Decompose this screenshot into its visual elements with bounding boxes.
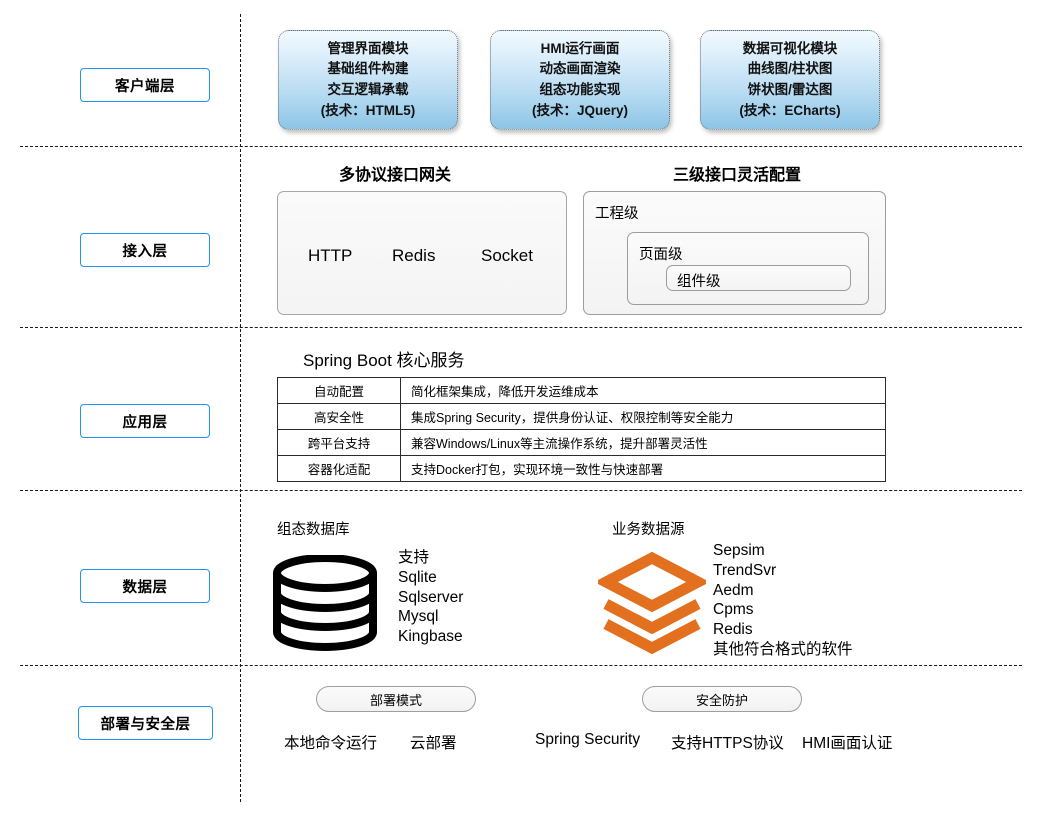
feature-value: 简化框架集成，降低开发运维成本 (400, 377, 886, 404)
client-box-data-visualization[interactable]: 数据可视化模块 曲线图/柱状图 饼状图/雷达图 (技术：ECharts) (700, 30, 880, 130)
client-box-line: 曲线图/柱状图 (747, 61, 833, 77)
client-box-management-ui[interactable]: 管理界面模块 基础组件构建 交互逻辑承载 (技术：HTML5) (278, 30, 458, 130)
security-item-hmi-auth[interactable]: HMI画面认证 (802, 735, 893, 752)
config-db-item: Kingbase (398, 628, 463, 646)
business-source-item: Redis (713, 621, 753, 639)
layer-chip-data-label: 数据层 (122, 579, 168, 596)
config-db-item-list: 支持 Sqlite Sqlserver Mysql Kingbase (398, 548, 463, 647)
layer-chip-data[interactable]: 数据层 (80, 569, 210, 603)
gateway-panel[interactable] (277, 191, 567, 315)
divider-access-application (20, 327, 1022, 328)
database-cylinder-icon (270, 555, 380, 653)
config-db-item: 支持 (398, 549, 430, 566)
layer-chip-application-label: 应用层 (122, 414, 168, 431)
divider-application-data (20, 490, 1022, 491)
config-title: 三级接口灵活配置 (673, 167, 802, 184)
layer-chip-deploy-security[interactable]: 部署与安全层 (78, 706, 213, 740)
deploy-mode-pill-label: 部署模式 (369, 692, 422, 708)
client-box-line: (技术：JQuery) (531, 102, 629, 118)
config-db-item: Sqlserver (398, 588, 464, 606)
business-source-item: TrendSvr (713, 561, 777, 579)
feature-key: 容器化适配 (277, 455, 401, 482)
gateway-item-redis[interactable]: Redis (392, 246, 436, 265)
layer-chip-client[interactable]: 客户端层 (80, 68, 210, 102)
business-source-item-list: Sepsim TrendSvr Aedm Cpms Redis 其他符合格式的软… (713, 541, 853, 660)
divider-client-access (20, 146, 1022, 147)
table-row[interactable]: 自动配置 简化框架集成，降低开发运维成本 (277, 377, 886, 404)
spring-boot-feature-table: 自动配置 简化框架集成，降低开发运维成本 高安全性 集成Spring Secur… (277, 377, 886, 482)
client-box-hmi-runtime[interactable]: HMI运行画面 动态画面渲染 组态功能实现 (技术：JQuery) (490, 30, 670, 130)
client-box-line: 管理界面模块 (327, 40, 409, 56)
client-box-line: 数据可视化模块 (742, 40, 838, 56)
config-db-item: Mysql (398, 608, 439, 626)
feature-value: 集成Spring Security，提供身份认证、权限控制等安全能力 (400, 403, 886, 430)
business-source-item: Sepsim (713, 542, 765, 559)
security-pill[interactable]: 安全防护 (642, 686, 802, 712)
feature-key: 高安全性 (277, 403, 401, 430)
security-pill-label: 安全防护 (695, 692, 748, 708)
level-label-component: 组件级 (677, 274, 721, 290)
table-row[interactable]: 跨平台支持 兼容Windows/Linux等主流操作系统，提升部署灵活性 (277, 429, 886, 456)
config-db-item: Sqlite (398, 568, 437, 586)
feature-key: 自动配置 (277, 377, 401, 404)
client-box-line: 组态功能实现 (539, 82, 621, 97)
client-box-line: HMI运行画面 (540, 40, 620, 56)
security-item-spring-security[interactable]: Spring Security (535, 731, 641, 748)
client-box-line: 基础组件构建 (327, 61, 409, 77)
client-box-line: (技术：HTML5) (320, 102, 416, 118)
layer-chip-access[interactable]: 接入层 (80, 233, 210, 267)
gateway-title: 多协议接口网关 (339, 167, 452, 184)
business-source-item: 其他符合格式的软件 (713, 641, 853, 659)
feature-key: 跨平台支持 (277, 429, 401, 456)
business-source-item: Cpms (713, 601, 754, 619)
divider-data-deploy (20, 665, 1022, 666)
feature-value: 兼容Windows/Linux等主流操作系统，提升部署灵活性 (400, 429, 886, 456)
business-source-title: 业务数据源 (612, 522, 685, 538)
client-box-line: (技术：ECharts) (739, 102, 841, 118)
layer-chip-access-label: 接入层 (122, 243, 168, 260)
business-source-item: Aedm (713, 581, 754, 599)
divider-vertical-column (240, 14, 241, 802)
feature-value: 支持Docker打包，实现环境一致性与快速部署 (400, 455, 886, 482)
stacked-layers-icon (598, 552, 706, 654)
layer-chip-deploy-security-label: 部署与安全层 (100, 716, 191, 733)
gateway-item-http[interactable]: HTTP (308, 246, 353, 265)
level-label-page: 页面级 (639, 247, 683, 263)
deploy-item-cloud[interactable]: 云部署 (410, 735, 457, 752)
security-item-https[interactable]: 支持HTTPS协议 (671, 735, 784, 752)
deploy-item-local-cli[interactable]: 本地命令运行 (284, 735, 378, 752)
deploy-mode-pill[interactable]: 部署模式 (316, 686, 476, 712)
config-db-title: 组态数据库 (277, 522, 350, 538)
layer-chip-client-label: 客户端层 (115, 78, 175, 95)
spring-boot-title: Spring Boot 核心服务 (303, 351, 465, 370)
level-box-component[interactable] (666, 265, 851, 291)
level-label-project: 工程级 (595, 206, 639, 222)
gateway-item-socket[interactable]: Socket (481, 246, 533, 265)
layer-chip-application[interactable]: 应用层 (80, 404, 210, 438)
client-box-line: 动态画面渲染 (539, 61, 621, 77)
client-box-line: 交互逻辑承载 (327, 82, 409, 97)
table-row[interactable]: 高安全性 集成Spring Security，提供身份认证、权限控制等安全能力 (277, 403, 886, 430)
client-box-line: 饼状图/雷达图 (747, 82, 833, 97)
table-row[interactable]: 容器化适配 支持Docker打包，实现环境一致性与快速部署 (277, 455, 886, 482)
